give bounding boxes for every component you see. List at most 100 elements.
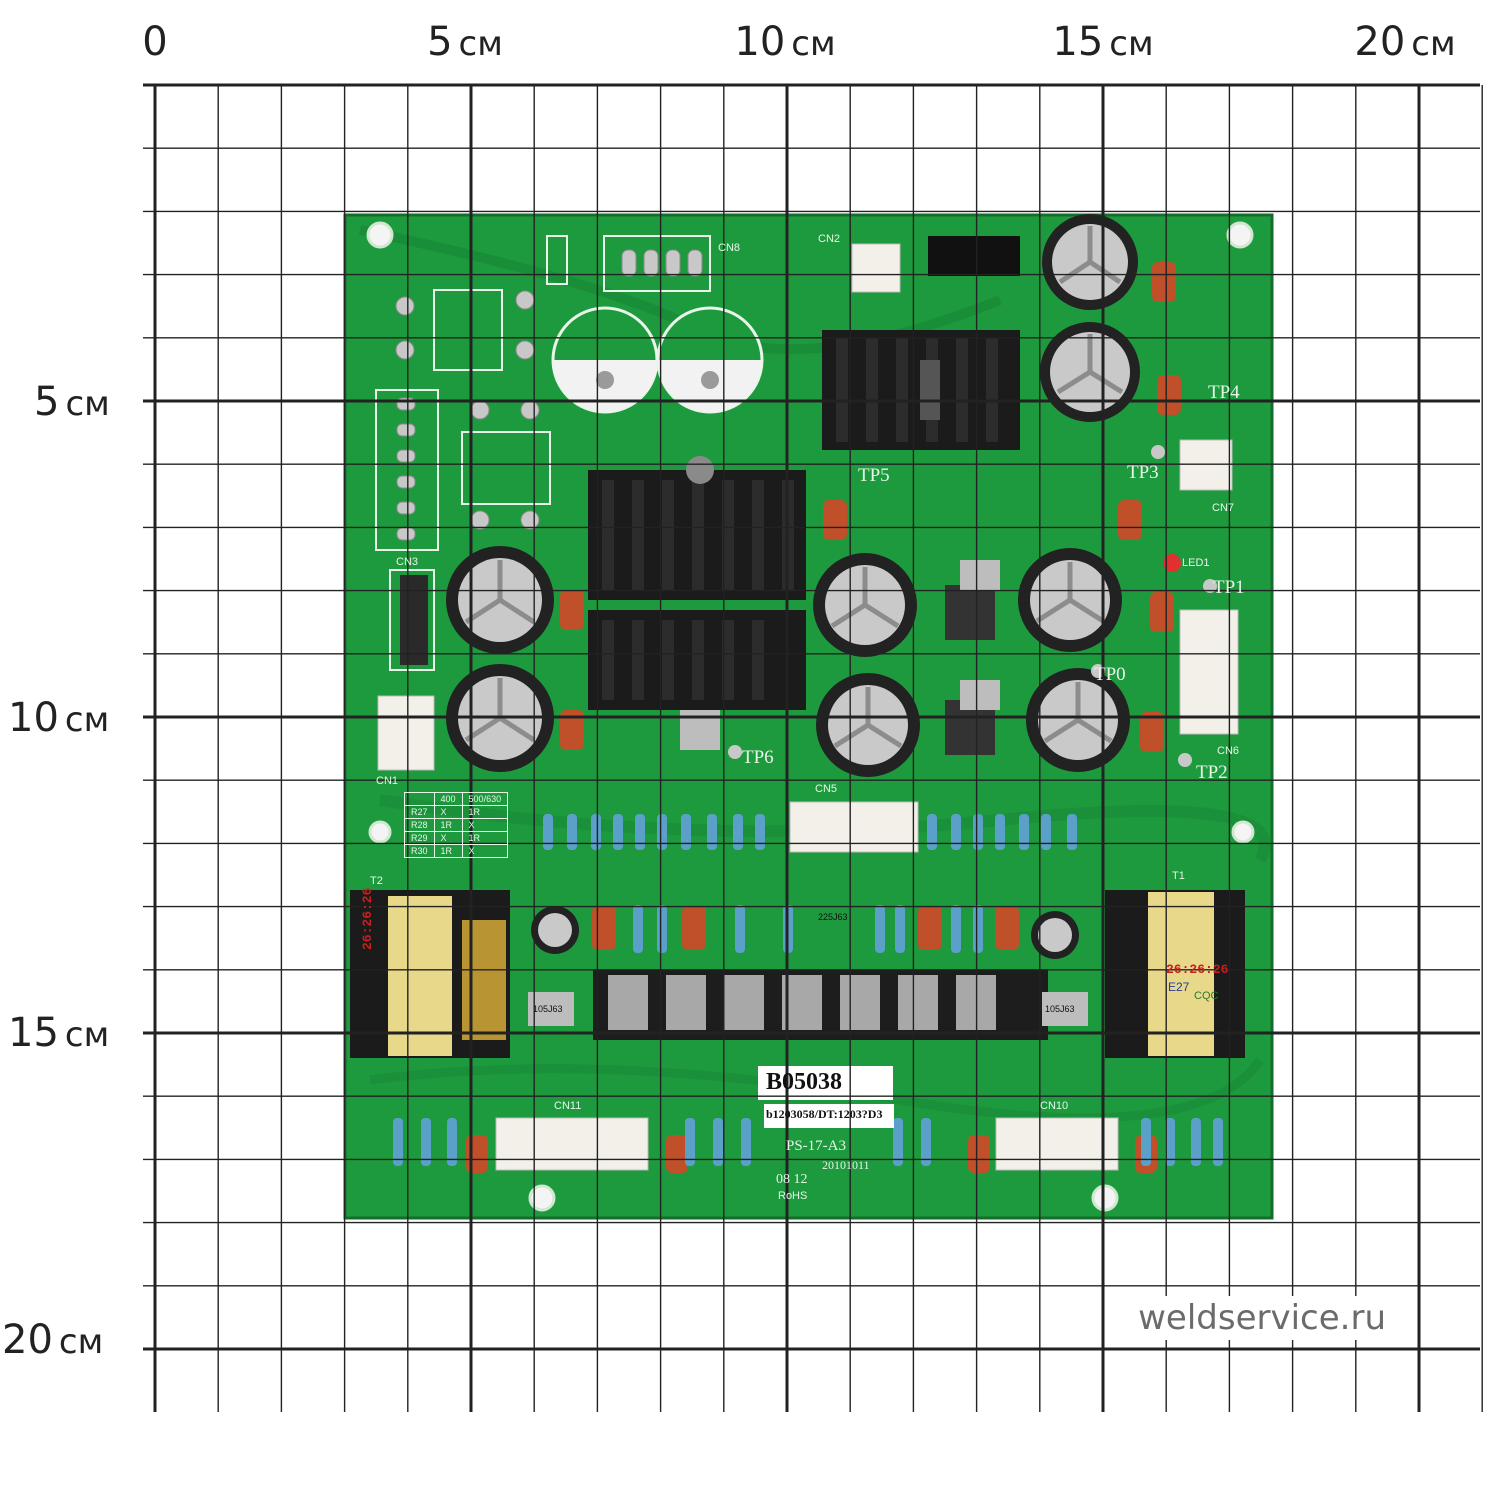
- resistor: [735, 905, 745, 953]
- capacitor: [1042, 214, 1138, 310]
- capacitor: [1040, 322, 1140, 422]
- resistor: [633, 905, 643, 953]
- resistor: [973, 814, 983, 850]
- connector-label: CN8: [718, 242, 741, 254]
- resistor: [657, 814, 667, 850]
- resistor: [393, 1118, 403, 1166]
- capacitor: [1018, 548, 1122, 652]
- resistor: [741, 1118, 751, 1166]
- table-cell: X: [433, 805, 463, 819]
- transformer-ratio-right: 26:26:26: [1166, 962, 1229, 977]
- test-point-label: TP5: [858, 465, 890, 486]
- resistor: [1191, 1118, 1201, 1166]
- transformer-ratio-left: 26:26:26: [360, 887, 375, 950]
- table-cell: R30: [404, 844, 435, 858]
- connector-label: CN3: [396, 556, 419, 568]
- resistor: [613, 814, 623, 850]
- table-cell: [404, 792, 435, 806]
- board-code: 08 12: [776, 1172, 808, 1187]
- test-point-label: TP4: [1208, 382, 1240, 403]
- resistor: [995, 814, 1005, 850]
- table-cell: 1R: [461, 831, 509, 845]
- capacitor-value-label: 225J63: [818, 912, 848, 922]
- resistor: [1041, 814, 1051, 850]
- test-point-pads: [728, 445, 1217, 767]
- resistor: [713, 1118, 723, 1166]
- table-cell: 1R: [461, 805, 509, 819]
- capacitor-value-label: 105J63: [1045, 1004, 1075, 1014]
- table-cell: X: [461, 818, 509, 832]
- resistor: [543, 814, 553, 850]
- resistor: [591, 814, 601, 850]
- resistor: [895, 905, 905, 953]
- table-cell: R28: [404, 818, 435, 832]
- resistor: [1067, 814, 1077, 850]
- table-cell: 500/630: [461, 792, 509, 806]
- solder-pads: [395, 249, 703, 541]
- resistor: [921, 1118, 931, 1166]
- connector-label: CN11: [554, 1100, 582, 1112]
- board-date: 20101011: [822, 1158, 870, 1172]
- capacitor: [816, 673, 920, 777]
- table-cell: R29: [404, 831, 435, 845]
- film-capacitors: [466, 262, 1181, 1173]
- resistor: [685, 1118, 695, 1166]
- heatsink-left: [588, 456, 806, 750]
- resistor: [421, 1118, 431, 1166]
- test-point-label: TP1: [1213, 577, 1245, 598]
- capacitor: [1031, 911, 1079, 959]
- resistor: [875, 905, 885, 953]
- connector-label: CN10: [1040, 1100, 1069, 1112]
- table-cell: 1R: [433, 818, 463, 832]
- heatsink-right: [822, 236, 1020, 450]
- transformer-right: [1105, 890, 1245, 1058]
- board-sub-label: b1203058/DT:1203?D3: [766, 1107, 883, 1121]
- capacitor: [446, 546, 554, 654]
- connector-label: CN7: [1212, 502, 1235, 514]
- table-cell: X: [433, 831, 463, 845]
- led-label: LED1: [1182, 557, 1210, 569]
- resistor: [1213, 1118, 1223, 1166]
- connectors: [377, 243, 1239, 1171]
- power-transistors: [528, 970, 1088, 1040]
- test-point-label: TP0: [1094, 664, 1126, 685]
- test-point-label: TP2: [1196, 762, 1228, 783]
- connector-label: CN2: [818, 233, 841, 245]
- connector-label: CN1: [376, 775, 399, 787]
- board-rohs: RoHS: [778, 1190, 808, 1202]
- resistor: [567, 814, 577, 850]
- table-cell: 400: [433, 792, 463, 806]
- board-model: PS-17-A3: [786, 1138, 847, 1154]
- ruler-top-label: 0: [142, 19, 168, 65]
- resistor: [635, 814, 645, 850]
- resistor: [707, 814, 717, 850]
- table-cell: X: [461, 844, 509, 858]
- resistor: [893, 1118, 903, 1166]
- resistor: [755, 814, 765, 850]
- board-main-label: B05038: [766, 1069, 843, 1095]
- resistor: [1019, 814, 1029, 850]
- connector-label: CN6: [1217, 745, 1240, 757]
- test-point-label: TP6: [742, 747, 774, 768]
- transformer-label: T1: [1172, 870, 1185, 882]
- led-indicator: [1163, 554, 1181, 572]
- capacitor-value-label: 105J63: [533, 1004, 563, 1014]
- capacitor: [531, 906, 579, 954]
- resistor: [657, 905, 667, 953]
- transformer-label: T2: [370, 875, 383, 887]
- resistor: [927, 814, 937, 850]
- watermark: weldservice.ru: [1124, 1296, 1400, 1340]
